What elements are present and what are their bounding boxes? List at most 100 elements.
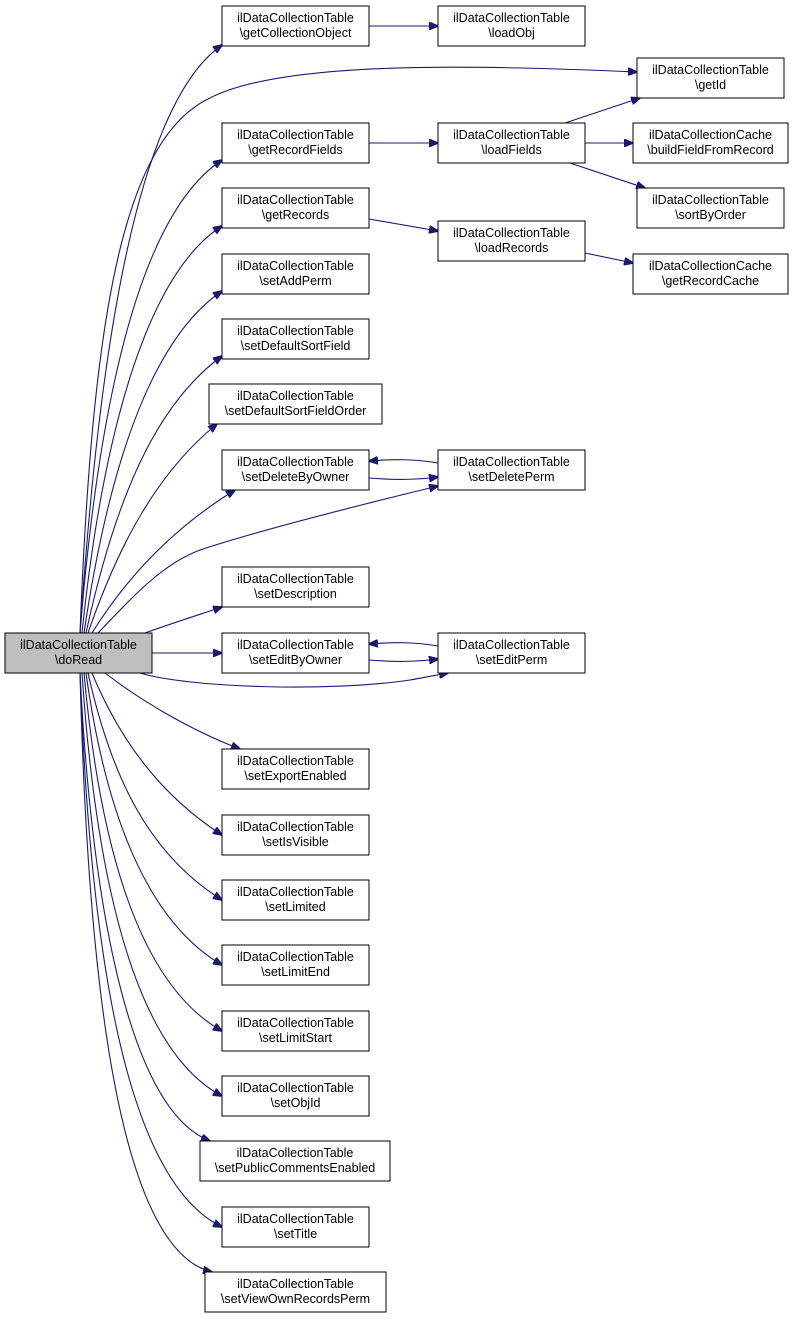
node-class-label: ilDataCollectionTable: [237, 455, 354, 469]
node-box: [221, 879, 370, 921]
node-class-label: ilDataCollectionTable: [237, 572, 354, 586]
edge-doRead-to-setDefaultSortFieldOrder: [87, 424, 217, 634]
node-class-label: ilDataCollectionTable: [237, 11, 354, 25]
node-class-label: ilDataCollectionCache: [649, 128, 772, 142]
node-method-label: \sortByOrder: [675, 208, 746, 222]
node-buildFieldFromRecord[interactable]: ilDataCollectionCache\buildFieldFromReco…: [632, 122, 789, 164]
nodes-layer: ilDataCollectionTable\doReadilDataCollec…: [4, 5, 789, 1313]
node-getRecords[interactable]: ilDataCollectionTable\getRecords: [221, 187, 370, 229]
node-class-label: ilDataCollectionTable: [237, 389, 354, 403]
node-setDefaultSortFieldOrder[interactable]: ilDataCollectionTable\setDefaultSortFiel…: [208, 383, 383, 425]
node-box: [221, 122, 370, 164]
node-setLimitEnd[interactable]: ilDataCollectionTable\setLimitEnd: [221, 944, 370, 986]
node-getRecordCache[interactable]: ilDataCollectionCache\getRecordCache: [632, 253, 789, 295]
node-setEditByOwner[interactable]: ilDataCollectionTable\setEditByOwner: [221, 632, 370, 674]
node-class-label: ilDataCollectionTable: [237, 1146, 354, 1160]
node-method-label: \loadFields: [481, 143, 541, 157]
node-setExportEnabled[interactable]: ilDataCollectionTable\setExportEnabled: [221, 748, 370, 790]
node-setLimitStart[interactable]: ilDataCollectionTable\setLimitStart: [221, 1010, 370, 1052]
node-box: [221, 187, 370, 229]
node-box: [221, 748, 370, 790]
node-method-label: \setEditByOwner: [249, 653, 342, 667]
node-getId[interactable]: ilDataCollectionTable\getId: [636, 57, 785, 99]
node-class-label: ilDataCollectionTable: [237, 193, 354, 207]
node-box: [221, 566, 370, 608]
node-getCollectionObject[interactable]: ilDataCollectionTable\getCollectionObjec…: [221, 5, 370, 47]
node-box: [632, 122, 789, 164]
node-class-label: ilDataCollectionTable: [237, 950, 354, 964]
edge-doRead-to-getId: [79, 66, 637, 634]
node-setEditPerm[interactable]: ilDataCollectionTable\setEditPerm: [437, 632, 586, 674]
node-class-label: ilDataCollectionTable: [453, 638, 570, 652]
node-class-label: ilDataCollectionTable: [237, 1016, 354, 1030]
node-getRecordFields[interactable]: ilDataCollectionTable\getRecordFields: [221, 122, 370, 164]
edge-doRead-to-setExportEnabled: [104, 672, 240, 749]
node-setIsVisible[interactable]: ilDataCollectionTable\setIsVisible: [221, 814, 370, 856]
edge-doRead-to-setViewOwnRecordsPerm: [79, 672, 212, 1272]
node-method-label: \setLimitStart: [259, 1031, 332, 1045]
node-box: [204, 1271, 387, 1313]
node-box: [437, 220, 586, 262]
node-box: [437, 5, 586, 47]
node-method-label: \setIsVisible: [262, 835, 329, 849]
edge-setDeleteByOwner-to-setDeletePerm: [368, 477, 438, 479]
node-box: [221, 814, 370, 856]
node-setAddPerm[interactable]: ilDataCollectionTable\setAddPerm: [221, 253, 370, 295]
node-setLimited[interactable]: ilDataCollectionTable\setLimited: [221, 879, 370, 921]
node-method-label: \setAddPerm: [259, 274, 331, 288]
node-method-label: \getRecords: [262, 208, 329, 222]
node-class-label: ilDataCollectionTable: [237, 638, 354, 652]
node-box: [221, 318, 370, 360]
node-box: [199, 1140, 391, 1182]
node-box: [221, 1075, 370, 1117]
node-method-label: \setDefaultSortField: [241, 339, 351, 353]
edge-doRead-to-setAddPerm: [83, 291, 222, 634]
node-setDeleteByOwner[interactable]: ilDataCollectionTable\setDeleteByOwner: [221, 449, 370, 491]
node-class-label: ilDataCollectionTable: [237, 259, 354, 273]
node-class-label: ilDataCollectionTable: [237, 128, 354, 142]
node-class-label: ilDataCollectionTable: [453, 226, 570, 240]
node-loadFields[interactable]: ilDataCollectionTable\loadFields: [437, 122, 586, 164]
node-box: [437, 632, 586, 674]
node-method-label: \setPublicCommentsEnabled: [215, 1161, 376, 1175]
node-class-label: ilDataCollectionTable: [453, 455, 570, 469]
node-setDeletePerm[interactable]: ilDataCollectionTable\setDeletePerm: [437, 449, 586, 491]
edge-doRead-to-setObjId: [81, 672, 222, 1096]
node-method-label: \getCollectionObject: [240, 26, 352, 40]
edge-doRead-to-setDeletePerm: [97, 486, 438, 634]
node-class-label: ilDataCollectionTable: [20, 638, 137, 652]
node-method-label: \setDefaultSortFieldOrder: [225, 404, 367, 418]
edge-setEditPerm-to-setEditByOwner: [369, 643, 439, 646]
node-class-label: ilDataCollectionTable: [652, 193, 769, 207]
node-box: [221, 5, 370, 47]
edge-getRecords-to-loadRecords: [368, 218, 438, 231]
node-setDefaultSortField[interactable]: ilDataCollectionTable\setDefaultSortFiel…: [221, 318, 370, 360]
edge-doRead-to-setPublicCommentsEnabled: [79, 672, 210, 1141]
node-sortByOrder[interactable]: ilDataCollectionTable\sortByOrder: [636, 187, 785, 229]
node-setObjId[interactable]: ilDataCollectionTable\setObjId: [221, 1075, 370, 1117]
node-method-label: \setTitle: [274, 1227, 317, 1241]
node-box: [221, 449, 370, 491]
node-method-label: \loadObj: [488, 26, 535, 40]
node-setTitle[interactable]: ilDataCollectionTable\setTitle: [221, 1206, 370, 1248]
node-method-label: \setExportEnabled: [244, 769, 346, 783]
node-class-label: ilDataCollectionTable: [237, 754, 354, 768]
node-setDescription[interactable]: ilDataCollectionTable\setDescription: [221, 566, 370, 608]
edge-loadFields-to-sortByOrder: [569, 162, 645, 188]
node-setViewOwnRecordsPerm[interactable]: ilDataCollectionTable\setViewOwnRecordsP…: [204, 1271, 387, 1313]
edge-doRead-to-setTitle: [79, 672, 222, 1227]
node-box: [437, 122, 586, 164]
node-doRead[interactable]: ilDataCollectionTable\doRead: [4, 632, 153, 674]
edge-doRead-to-setDefaultSortField: [85, 356, 222, 634]
node-method-label: \getId: [695, 78, 726, 92]
node-loadRecords[interactable]: ilDataCollectionTable\loadRecords: [437, 220, 586, 262]
node-box: [632, 253, 789, 295]
node-class-label: ilDataCollectionTable: [237, 1081, 354, 1095]
edge-doRead-to-setDeleteByOwner: [91, 490, 235, 634]
node-class-label: ilDataCollectionTable: [453, 11, 570, 25]
edge-doRead-to-setLimitStart: [83, 672, 222, 1031]
node-loadObj[interactable]: ilDataCollectionTable\loadObj: [437, 5, 586, 47]
node-method-label: \setLimitEnd: [261, 965, 330, 979]
node-setPublicCommentsEnabled[interactable]: ilDataCollectionTable\setPublicCommentsE…: [199, 1140, 391, 1182]
